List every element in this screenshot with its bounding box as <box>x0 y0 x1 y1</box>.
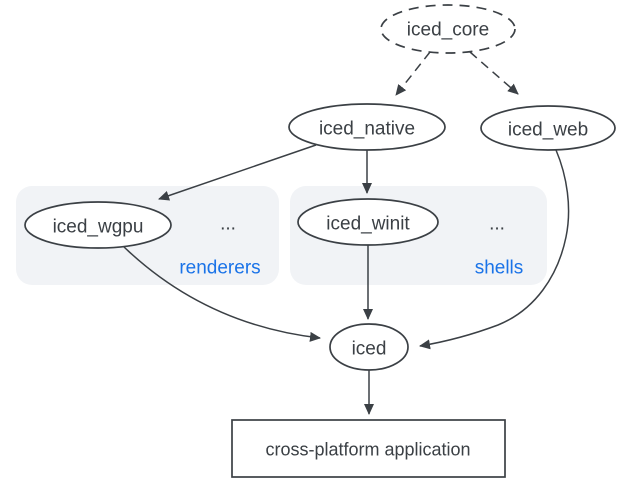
node-application-shape <box>231 419 506 478</box>
node-application: cross-platform application <box>231 419 506 478</box>
node-iced-native: iced_native <box>288 103 446 151</box>
edge-iced-native-to-iced-wgpu <box>158 144 317 201</box>
group-renderers-ellipsis: ... <box>220 214 236 235</box>
node-application-label: cross-platform application <box>265 439 470 459</box>
node-iced-label: iced <box>352 339 387 360</box>
group-shells-label: shells <box>475 258 524 279</box>
node-iced-winit-label: iced_winit <box>326 214 410 235</box>
node-iced-core-shape <box>380 4 516 54</box>
node-iced: iced <box>329 323 409 371</box>
edge-iced-web-to-iced <box>419 149 570 350</box>
edge-iced-core-to-iced-native <box>395 51 431 96</box>
edge-iced-wgpu-to-iced <box>122 245 321 342</box>
node-iced-core: iced_core <box>380 4 516 54</box>
group-renderers-label: renderers <box>179 258 260 279</box>
node-iced-native-shape <box>288 103 446 151</box>
node-iced-wgpu-shape <box>24 201 172 249</box>
node-iced-web-shape <box>480 105 616 151</box>
node-iced-shape <box>329 323 409 371</box>
node-iced-winit: iced_winit <box>297 198 439 246</box>
node-iced-core-label: iced_core <box>407 20 489 41</box>
node-iced-native-label: iced_native <box>319 119 415 140</box>
edge-iced-core-to-iced-web <box>469 51 519 95</box>
node-iced-wgpu: iced_wgpu <box>24 201 172 249</box>
node-iced-web-label: iced_web <box>508 120 588 141</box>
node-iced-web: iced_web <box>480 105 616 151</box>
group-shells-ellipsis: ... <box>489 214 505 235</box>
node-iced-winit-shape <box>297 198 439 246</box>
node-iced-wgpu-label: iced_wgpu <box>53 217 144 238</box>
